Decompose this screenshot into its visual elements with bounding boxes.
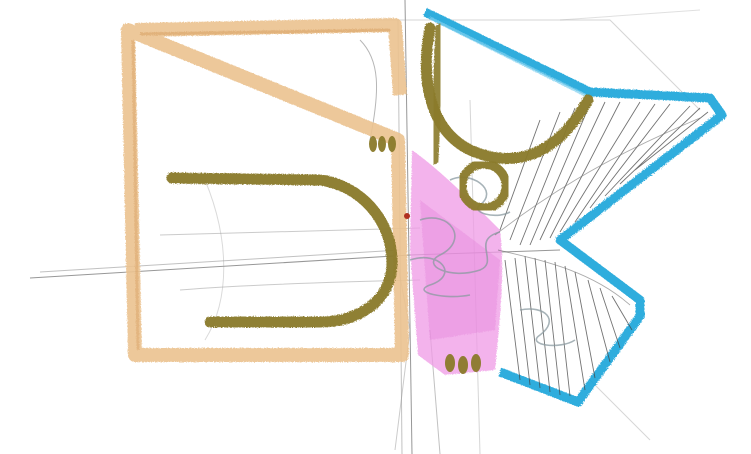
olive-vertical-bar (434, 28, 440, 160)
olive-dots-top (369, 136, 396, 152)
red-dot (404, 213, 410, 219)
olive-dots-bottom (445, 354, 481, 374)
